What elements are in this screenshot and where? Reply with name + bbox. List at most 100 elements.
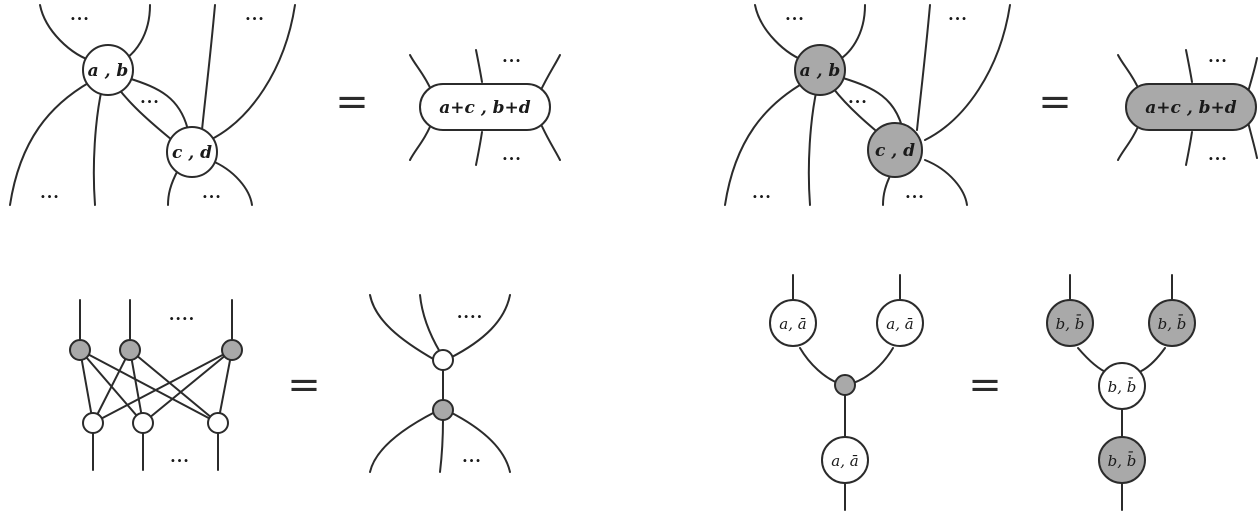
phase-node [821, 436, 869, 484]
wire [129, 349, 219, 424]
equals-sign: = [335, 79, 369, 125]
wire [92, 349, 131, 424]
wire [1247, 57, 1258, 93]
ellipsis: ... [140, 88, 160, 107]
wire [209, 4, 296, 141]
equals-sign: = [1038, 79, 1072, 125]
wire [92, 87, 103, 206]
panel-spider-fused-grey: a+c , b+d ... ... [1117, 47, 1258, 166]
white-dot-node [432, 349, 454, 371]
white-dot-node [82, 412, 104, 434]
wire [79, 349, 219, 424]
wire [142, 349, 233, 424]
node-label: a+c , b+d [1145, 98, 1236, 118]
spider-node [82, 44, 134, 96]
grey-dot-node [221, 339, 243, 361]
panel-spider-fused-white: a+c , b+d ... ... [409, 47, 561, 166]
fused-spider-node [419, 83, 551, 131]
wire [127, 77, 189, 131]
node-label: c , d [172, 143, 212, 163]
ellipsis: ... [70, 5, 90, 24]
wire [419, 294, 441, 353]
ellipsis: ... [502, 47, 522, 66]
wire [209, 159, 253, 206]
panel-bialgebra-lhs: .... ... [69, 299, 243, 471]
wire [475, 131, 483, 166]
wire [1185, 49, 1193, 83]
spider-node [867, 122, 923, 178]
grey-dot-node [69, 339, 91, 361]
ellipsis: ... [1208, 145, 1228, 164]
white-dot-node [132, 412, 154, 434]
grey-dot-node [432, 399, 454, 421]
phase-node [876, 299, 924, 347]
panel-phase-copy-lhs: a, ā a, ā a, ā [769, 274, 924, 511]
wire [439, 419, 444, 473]
wire [916, 4, 931, 131]
phase-node [769, 299, 817, 347]
wire [117, 87, 173, 141]
grey-dot-node [119, 339, 141, 361]
node-label: a, ā [779, 315, 806, 333]
spider-node [794, 44, 846, 96]
panel-phase-copy-rhs: b, b̄ b, b̄ b, b̄ b, b̄ [1046, 274, 1196, 511]
white-dot-node [207, 412, 229, 434]
spider-node [166, 126, 218, 178]
wire [409, 121, 433, 161]
wire [807, 87, 818, 206]
ellipsis: ... [462, 447, 482, 466]
equals-sign: = [287, 362, 321, 408]
node-label: a, ā [831, 452, 858, 470]
wire [79, 349, 94, 424]
ellipsis: ... [170, 447, 190, 466]
wire [201, 4, 216, 131]
panel-spider-fusion-grey: a , b c , d ... ... ... ... ... [724, 4, 1011, 206]
ellipsis: ... [948, 5, 968, 24]
fused-spider-node [1125, 83, 1257, 131]
phase-node [1098, 436, 1146, 484]
wire [539, 54, 561, 93]
wire [1117, 121, 1141, 161]
wire [1136, 347, 1166, 374]
wire [369, 294, 436, 361]
ellipsis: ... [1208, 47, 1228, 66]
wire [842, 77, 904, 131]
wire [449, 411, 511, 473]
ellipsis: .... [457, 303, 483, 322]
node-label: b, b̄ [1108, 452, 1137, 470]
phase-node [1046, 299, 1094, 347]
wire [409, 54, 433, 93]
node-label: b, b̄ [1108, 378, 1137, 396]
wire [167, 169, 179, 206]
wire [924, 4, 1011, 141]
phase-node [1098, 362, 1146, 410]
phase-node [1148, 299, 1196, 347]
ellipsis: ... [245, 5, 265, 24]
ellipsis: ... [905, 183, 925, 202]
ellipsis: ... [202, 183, 222, 202]
node-label: a , b [88, 61, 129, 81]
grey-dot-node [834, 374, 856, 396]
node-label: a , b [800, 61, 841, 81]
panel-bialgebra-rhs: .... ... [369, 294, 511, 473]
ellipsis: ... [785, 5, 805, 24]
ellipsis: ... [752, 183, 772, 202]
ellipsis: .... [169, 305, 195, 324]
node-label: a, ā [886, 315, 913, 333]
wire [924, 159, 968, 206]
equals-sign: = [968, 362, 1002, 408]
ellipsis: ... [502, 145, 522, 164]
wire [92, 349, 233, 424]
node-label: c , d [875, 141, 915, 161]
wire [799, 347, 839, 384]
wire [1077, 347, 1109, 374]
wire [1247, 121, 1258, 159]
node-label: b, b̄ [1056, 315, 1085, 333]
wire [852, 347, 894, 384]
panel-spider-fusion-white: a , b c , d ... ... ... ... ... [9, 4, 296, 206]
ellipsis: ... [40, 183, 60, 202]
ellipsis: ... [848, 88, 868, 107]
wire [129, 349, 144, 424]
node-label: b, b̄ [1158, 315, 1187, 333]
